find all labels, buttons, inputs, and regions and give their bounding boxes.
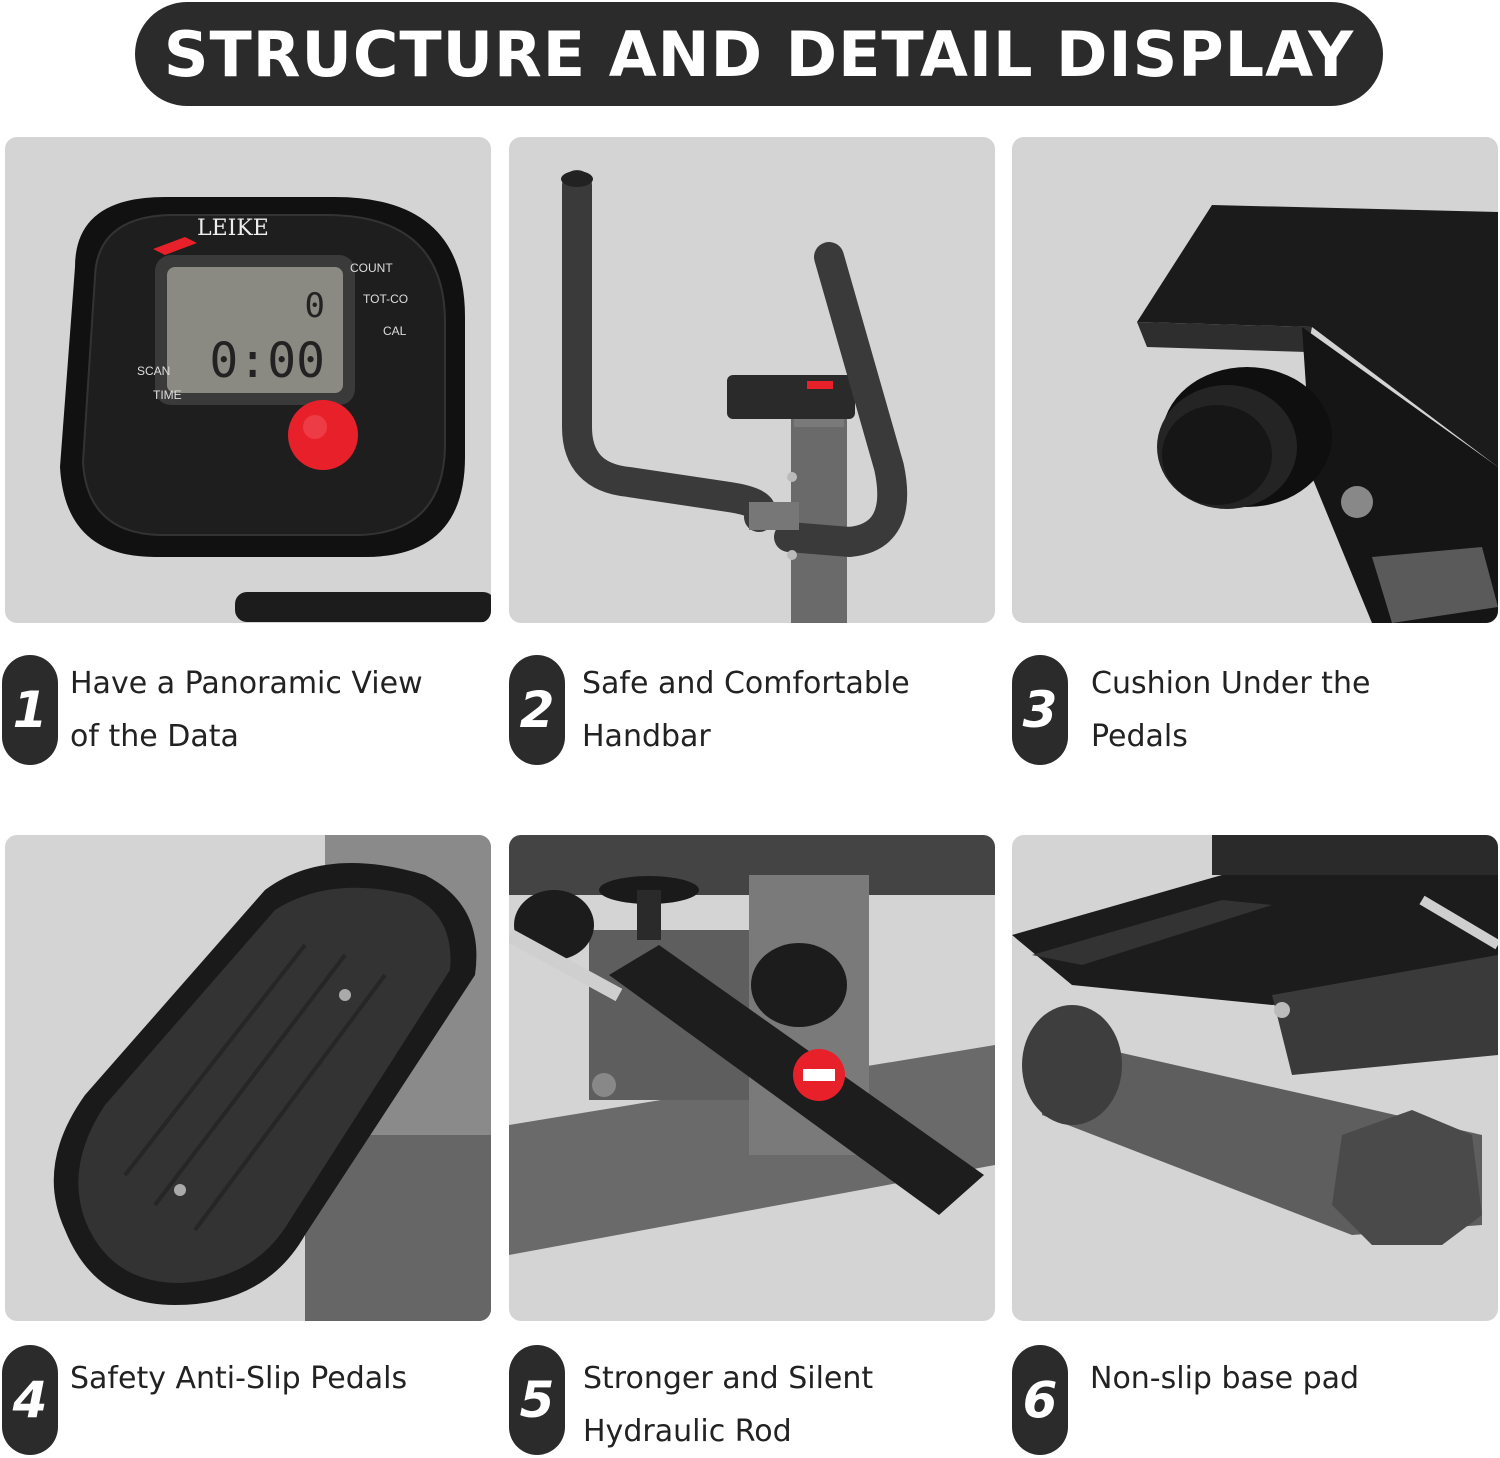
- panel-cushion-image: [1012, 137, 1498, 623]
- basepad-illustration: [1012, 835, 1498, 1245]
- panel-basepad-image: [1012, 835, 1498, 1321]
- caption-line: Safe and Comfortable: [582, 666, 910, 701]
- feature-number: 5: [519, 1371, 555, 1429]
- feature-badge-6: 6: [1012, 1345, 1068, 1455]
- label-time: TIME: [153, 388, 182, 402]
- feature-badge-4: 4: [2, 1345, 58, 1455]
- feature-number: 6: [1022, 1371, 1058, 1429]
- feature-caption-3: Cushion Under the Pedals: [1091, 657, 1491, 763]
- feature-caption-1: Have a Panoramic View of the Data: [70, 657, 470, 763]
- display-illustration: LEIKE 0 0:00 COUNT TOT-CO CAL SCAN TIME: [60, 197, 491, 622]
- caption-line: Have a Panoramic View: [70, 666, 423, 701]
- label-count: COUNT: [350, 261, 393, 275]
- feature-number: 3: [1022, 681, 1058, 739]
- caption-line: Hydraulic Rod: [583, 1414, 792, 1449]
- feature-badge-3: 3: [1012, 655, 1068, 765]
- feature-badge-1: 1: [2, 655, 58, 765]
- label-cal: CAL: [383, 324, 407, 338]
- title-banner: STRUCTURE AND DETAIL DISPLAY: [135, 2, 1383, 106]
- pedal-illustration: [53, 835, 491, 1321]
- caption-line: Handbar: [582, 719, 711, 754]
- brand-logo-text: LEIKE: [197, 216, 269, 241]
- caption-line: of the Data: [70, 719, 239, 754]
- label-tot-co: TOT-CO: [363, 292, 408, 306]
- caption-line: Pedals: [1091, 719, 1188, 754]
- panel-hydraulic-image: [509, 835, 995, 1321]
- feature-badge-2: 2: [509, 655, 565, 765]
- feature-badge-5: 5: [509, 1345, 565, 1455]
- handbar-illustration: [561, 170, 908, 623]
- feature-number: 2: [519, 681, 555, 739]
- feature-caption-5: Stronger and Silent Hydraulic Rod: [583, 1352, 983, 1458]
- feature-number: 1: [12, 681, 48, 739]
- label-scan: SCAN: [137, 364, 170, 378]
- feature-caption-6: Non-slip base pad: [1090, 1352, 1490, 1405]
- feature-caption-2: Safe and Comfortable Handbar: [582, 657, 982, 763]
- cushion-illustration: [1137, 205, 1498, 623]
- hydraulic-illustration: [509, 835, 995, 1255]
- caption-line: Cushion Under the: [1091, 666, 1371, 701]
- caption-line: Safety Anti-Slip Pedals: [70, 1361, 408, 1396]
- feature-caption-4: Safety Anti-Slip Pedals: [70, 1352, 470, 1405]
- caption-line: Non-slip base pad: [1090, 1361, 1360, 1396]
- panel-display-image: LEIKE 0 0:00 COUNT TOT-CO CAL SCAN TIME: [5, 137, 491, 623]
- feature-number: 4: [12, 1371, 48, 1429]
- panel-handbar-image: [509, 137, 995, 623]
- caption-line: Stronger and Silent: [583, 1361, 874, 1396]
- lcd-top-value: 0: [305, 286, 325, 326]
- lcd-bottom-value: 0:00: [209, 333, 325, 389]
- panel-pedal-image: [5, 835, 491, 1321]
- banner-title: STRUCTURE AND DETAIL DISPLAY: [163, 17, 1355, 91]
